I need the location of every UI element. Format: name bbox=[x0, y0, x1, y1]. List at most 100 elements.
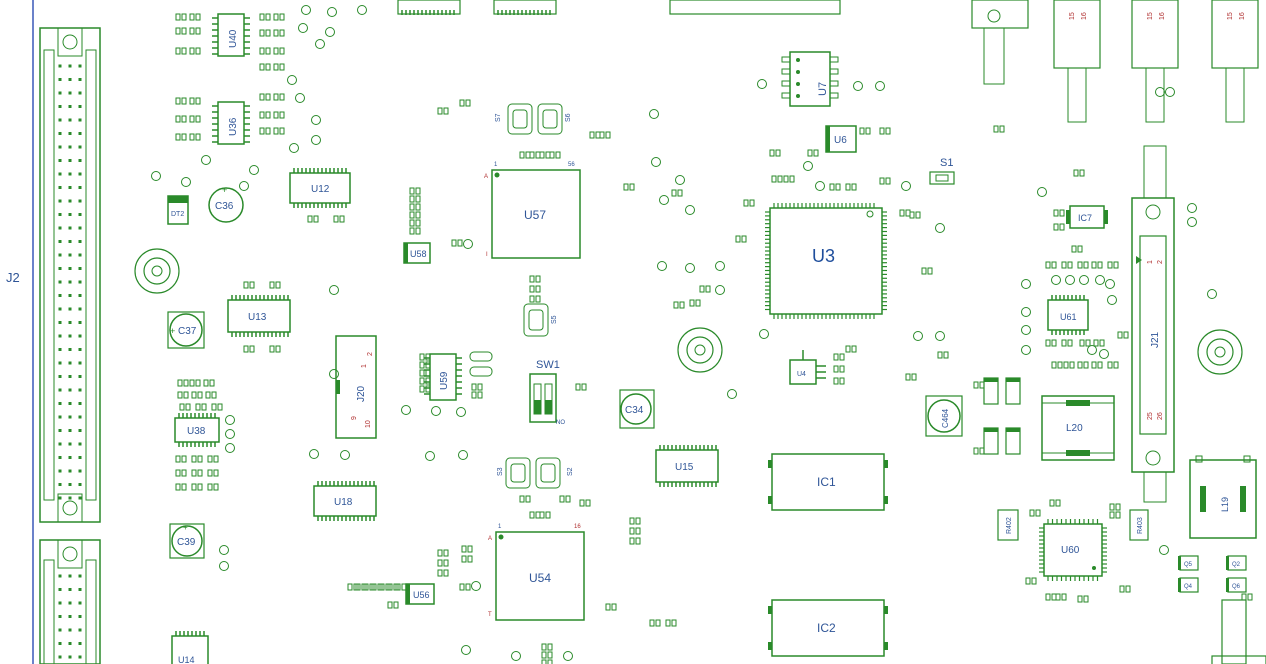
passive-pad bbox=[649, 619, 655, 627]
passive-pad bbox=[279, 93, 285, 101]
passive-pad bbox=[529, 511, 535, 519]
passive-pad bbox=[921, 267, 927, 275]
inductor-side-caps bbox=[983, 377, 1021, 455]
passive-pad bbox=[605, 131, 611, 139]
passive-pad bbox=[443, 107, 449, 115]
connector-top-right-d: 15 16 bbox=[1211, 0, 1259, 123]
passive-pad bbox=[409, 219, 415, 227]
connector-pin bbox=[58, 159, 62, 162]
passive-pad bbox=[585, 499, 591, 507]
passive-pad bbox=[437, 569, 443, 577]
connector-pin bbox=[58, 307, 62, 311]
test-point bbox=[1021, 307, 1031, 317]
passive-pad bbox=[203, 379, 209, 387]
connector-pin bbox=[58, 402, 62, 405]
test-point bbox=[875, 81, 885, 91]
passive-pad bbox=[833, 353, 839, 361]
passive-pad bbox=[1083, 361, 1089, 369]
test-point bbox=[425, 451, 435, 461]
passive-pad bbox=[279, 63, 285, 71]
passive-pad bbox=[273, 47, 279, 55]
connector-pin bbox=[78, 321, 82, 324]
connector-pin bbox=[68, 64, 72, 68]
passive-pad bbox=[545, 511, 551, 519]
u6-ic: U6 bbox=[825, 125, 857, 153]
connector-pin bbox=[68, 375, 72, 378]
svg-text:Q2: Q2 bbox=[1232, 562, 1241, 568]
connector-pin bbox=[58, 253, 62, 257]
passive-pad bbox=[415, 211, 421, 219]
connector-pin bbox=[68, 456, 72, 459]
connector-pin bbox=[78, 628, 82, 632]
test-point bbox=[649, 109, 659, 119]
passive-pad bbox=[979, 381, 985, 389]
connector-pin bbox=[68, 132, 72, 135]
passive-pad bbox=[905, 373, 911, 381]
connector-pin bbox=[78, 442, 82, 446]
passive-pad bbox=[191, 469, 197, 477]
passive-pad bbox=[195, 115, 201, 123]
connector-pin bbox=[68, 294, 72, 297]
j2-label: J2 bbox=[6, 270, 20, 285]
passive-pad bbox=[419, 353, 425, 361]
sw1-dip-switch: SW1 NO bbox=[529, 359, 565, 426]
passive-pad bbox=[671, 189, 677, 197]
test-point bbox=[1187, 203, 1197, 213]
u3-label: U3 bbox=[812, 246, 835, 266]
passive-pad bbox=[195, 97, 201, 105]
passive-pad bbox=[741, 235, 747, 243]
ic-pad bbox=[829, 80, 839, 87]
mounting-hole-left bbox=[134, 248, 180, 294]
passive-pad bbox=[865, 127, 871, 135]
u15-label: U15 bbox=[675, 462, 694, 473]
passive-pad bbox=[1115, 511, 1121, 519]
passive-pad bbox=[275, 345, 281, 353]
u38-ic: U38 bbox=[174, 413, 220, 447]
passive-pad bbox=[191, 455, 197, 463]
test-point bbox=[563, 651, 573, 661]
test-point bbox=[815, 181, 825, 191]
passive-pad bbox=[211, 403, 217, 411]
passive-pad bbox=[191, 483, 197, 491]
passive-pad bbox=[635, 517, 641, 525]
passive-pad bbox=[189, 47, 195, 55]
passive-pad bbox=[197, 391, 203, 399]
passive-pad bbox=[339, 215, 345, 223]
passive-pad bbox=[671, 619, 677, 627]
passive-pad bbox=[1123, 331, 1129, 339]
passive-pad bbox=[845, 183, 851, 191]
connector-pin bbox=[68, 402, 72, 405]
j21-label: J21 bbox=[1150, 331, 1161, 348]
connector-pin bbox=[68, 442, 72, 446]
passive-pad bbox=[259, 47, 265, 55]
l19-inductor: L19 bbox=[1189, 455, 1257, 539]
passive-pad bbox=[1063, 361, 1069, 369]
passive-pad bbox=[611, 603, 617, 611]
connector-pin bbox=[78, 402, 82, 405]
passive-pad bbox=[415, 227, 421, 235]
ic-pad bbox=[796, 94, 800, 98]
passive-pad bbox=[395, 583, 401, 591]
passive-pad bbox=[437, 107, 443, 115]
u18-label: U18 bbox=[334, 497, 353, 508]
u60-label: U60 bbox=[1061, 545, 1080, 556]
passive-pad bbox=[1025, 577, 1031, 585]
passive-pad bbox=[927, 267, 933, 275]
passive-pad bbox=[789, 175, 795, 183]
passive-pad bbox=[1125, 585, 1131, 593]
test-point bbox=[225, 443, 235, 453]
test-point bbox=[901, 181, 911, 191]
connector-pin bbox=[68, 469, 72, 473]
ic-pad bbox=[796, 58, 800, 62]
passive-pad bbox=[197, 483, 203, 491]
test-point bbox=[1207, 289, 1217, 299]
s3-label: S3 bbox=[497, 467, 504, 476]
ic-pad bbox=[781, 80, 791, 87]
connector-pin bbox=[58, 496, 62, 500]
test-point bbox=[329, 369, 339, 379]
passive-pad bbox=[595, 131, 601, 139]
connector-pin bbox=[58, 642, 62, 645]
passive-pad bbox=[993, 125, 999, 133]
passive-pad bbox=[189, 379, 195, 387]
u13-label: U13 bbox=[248, 312, 267, 323]
